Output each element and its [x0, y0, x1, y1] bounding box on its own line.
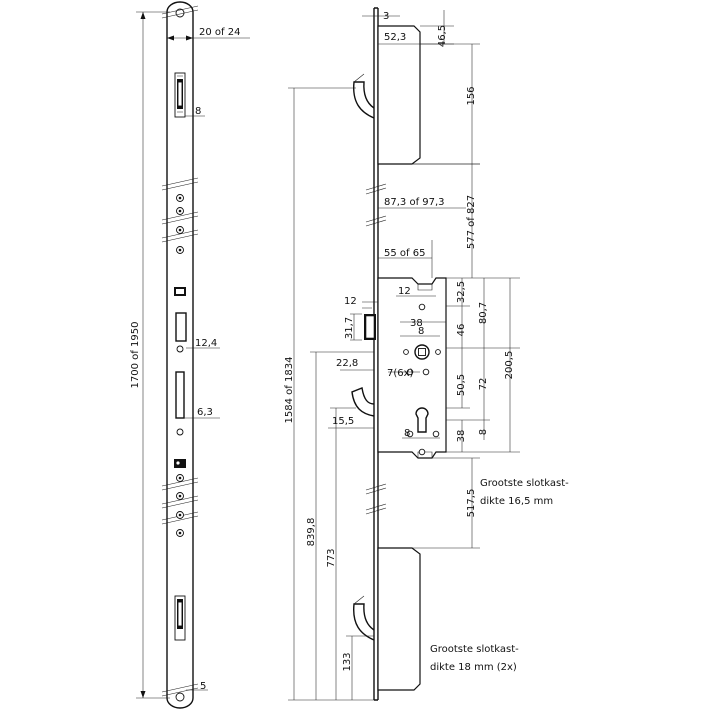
top-offset-label: 46,5 [437, 25, 448, 47]
aux-case-note-line2: dikte 18 mm (2x) [430, 662, 517, 673]
deadbolt-slot [175, 371, 185, 419]
aux-case-note-line1: Grootste slotkast- [430, 644, 519, 655]
break-lines-top-front [161, 5, 199, 19]
side-view: 3 52,3 46,5 156 87,3 of 97,3 577 of 827 … [284, 7, 569, 701]
distance-dim [412, 163, 480, 278]
bottom-hole [175, 692, 185, 702]
hole-spacing-label: 8 [418, 326, 424, 337]
length-dimension: 1700 of 1950 [130, 11, 170, 699]
height-b-label: 773 [326, 548, 337, 567]
pz-label: 12 [398, 286, 411, 297]
faceplate-width-dim [378, 240, 433, 278]
logo-mark-lower [174, 459, 186, 468]
lower-distance-label: 517,5 [466, 489, 477, 518]
deadbolt-screw [176, 428, 184, 436]
screw-label: 7(6x) [387, 368, 414, 379]
main-case-note-line1: Grootste slotkast- [480, 478, 569, 489]
height-c-label: 133 [342, 652, 353, 671]
slot-mid-label: 6,3 [197, 407, 213, 418]
case-total-label: 200,5 [504, 351, 515, 380]
break-lines-bottom-front [161, 683, 199, 697]
backset-label: 87,3 of 97,3 [384, 197, 445, 208]
case-upper-ext [446, 277, 520, 349]
hook-bolt-bottom [353, 603, 375, 641]
total-height-label: 1584 of 1834 [284, 357, 295, 424]
latch-offset-dim [362, 301, 378, 309]
hook-slot-top-detail [177, 75, 183, 113]
main-case-note-line2: dikte 16,5 mm [480, 496, 553, 507]
cutout-label: 12,4 [195, 338, 217, 349]
hook-bolt-bottom-tip [353, 595, 365, 605]
width-label: 20 of 24 [199, 27, 240, 38]
pz-distance-label: 72 [478, 378, 489, 391]
latch-offset-label: 12 [344, 296, 357, 307]
front-view: 1700 of 1950 20 of 24 8 12,4 6,3 5 [130, 1, 250, 709]
case-screw-holes [406, 303, 440, 456]
cylinder-hole-label: 8 [404, 428, 410, 439]
deadbolt-side [351, 387, 375, 417]
lower-section-label: 50,5 [456, 374, 467, 396]
lower-screw-holes [176, 474, 184, 537]
case-total-dim [446, 278, 520, 453]
distance-label: 577 of 827 [466, 195, 477, 249]
faceplate-front [166, 1, 194, 709]
slot-top-label: 8 [195, 106, 201, 117]
break-lines-lower-front [161, 477, 199, 525]
height-a-label: 839,8 [306, 518, 317, 547]
lower-distance-dim [412, 457, 480, 549]
case-top-notch [417, 284, 433, 291]
case-upper-label: 80,7 [478, 302, 489, 324]
height-dimensions: 1584 of 1834 839,8 773 133 [284, 87, 374, 701]
logo-mark-upper [174, 287, 186, 296]
break-marks-upper [365, 183, 387, 227]
upper-screw-holes [176, 194, 184, 254]
faceplate-width-label: 55 of 65 [384, 248, 425, 259]
hook-bolt-top [353, 81, 375, 119]
cylinder-right-label: 8 [478, 429, 489, 435]
bolt-label: 15,5 [332, 416, 354, 427]
hook-slot-bottom-inner [177, 601, 183, 627]
width-dimension: 20 of 24 [167, 27, 250, 41]
latch-height-dim [350, 313, 362, 341]
aux-housing-bottom [377, 547, 421, 691]
housing-width-label: 52,3 [384, 32, 406, 43]
cylinder-profile [415, 407, 429, 433]
break-lines-upper-front [161, 177, 199, 243]
latch-height-label: 31,7 [344, 317, 355, 339]
thickness-label: 3 [383, 11, 389, 22]
aux-housing-top [377, 25, 421, 165]
hook-slot-top-inner [177, 81, 183, 107]
upper-section-label: 32,5 [456, 281, 467, 303]
latch-cutout [175, 312, 187, 342]
length-label: 1700 of 1950 [130, 322, 141, 389]
housing-height-label: 156 [466, 86, 477, 105]
center-label: 38 [410, 318, 423, 329]
bolt-offset-label: 22,8 [336, 358, 358, 369]
break-marks-lower [365, 483, 387, 515]
latch-screw [176, 345, 184, 353]
spindle-gap-label: 46 [456, 324, 467, 337]
bottom-label: 5 [200, 681, 206, 692]
hook-bolt-top-tip [353, 73, 365, 83]
cylinder-bottom-label: 38 [456, 430, 467, 443]
spindle-hole [403, 344, 441, 360]
case-lower-ext [446, 407, 490, 421]
